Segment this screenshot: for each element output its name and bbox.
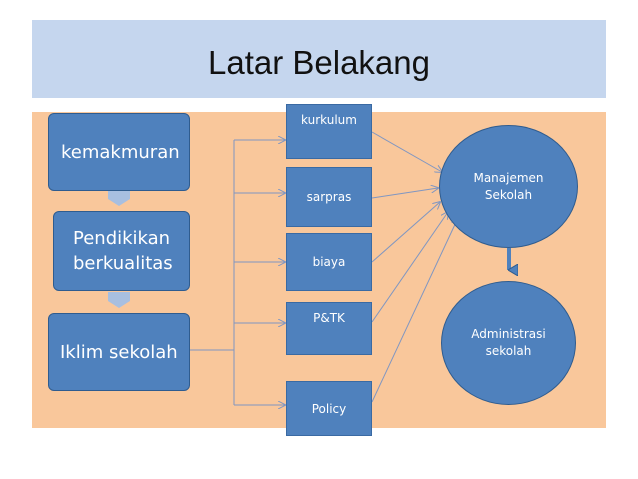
administrasi-sekolah-ellipse: Administrasi sekolah bbox=[441, 281, 576, 405]
iklim-sekolah-box: Iklim sekolah bbox=[48, 313, 190, 391]
slide-title: Latar Belakang bbox=[208, 44, 430, 81]
biaya-box: biaya bbox=[286, 233, 372, 291]
kemakmuran-label: kemakmuran bbox=[61, 141, 180, 163]
policy-box: Policy bbox=[286, 381, 372, 436]
connector-arrow bbox=[371, 212, 448, 323]
connector-arrow bbox=[371, 218, 458, 403]
pendidikan-box: Pendikikan berkualitas bbox=[53, 211, 190, 291]
manajemen-sekolah-ellipse: Manajemen Sekolah bbox=[439, 125, 578, 248]
manajemen-label-line2: Sekolah bbox=[484, 187, 533, 202]
connector-arrow bbox=[371, 188, 438, 199]
kurkulum-label: kurkulum bbox=[301, 113, 357, 127]
kurkulum-box: kurkulum bbox=[286, 104, 372, 159]
biaya-label: biaya bbox=[312, 255, 346, 269]
connector-arrow bbox=[371, 202, 440, 263]
connector-arrow bbox=[371, 131, 442, 172]
pendidikan-label-line2: berkualitas bbox=[73, 253, 173, 274]
chevron-down-icon bbox=[108, 191, 130, 206]
administrasi-label-line1: Administrasi bbox=[471, 327, 546, 341]
ptk-label: P&TK bbox=[313, 311, 345, 325]
title-band: Latar Belakang bbox=[32, 20, 606, 98]
administrasi-label-line2: sekolah bbox=[485, 344, 532, 358]
pendidikan-label-line1: Pendikikan bbox=[73, 228, 171, 249]
kemakmuran-box: kemakmuran bbox=[48, 113, 190, 191]
sarpras-label: sarpras bbox=[306, 190, 352, 204]
ptk-box: P&TK bbox=[286, 302, 372, 355]
iklim-sekolah-label: Iklim sekolah bbox=[60, 341, 178, 363]
policy-label: Policy bbox=[311, 401, 347, 416]
chevron-down-icon bbox=[108, 292, 130, 308]
sarpras-box: sarpras bbox=[286, 167, 372, 227]
manajemen-label-line1: Manajemen bbox=[473, 170, 544, 185]
